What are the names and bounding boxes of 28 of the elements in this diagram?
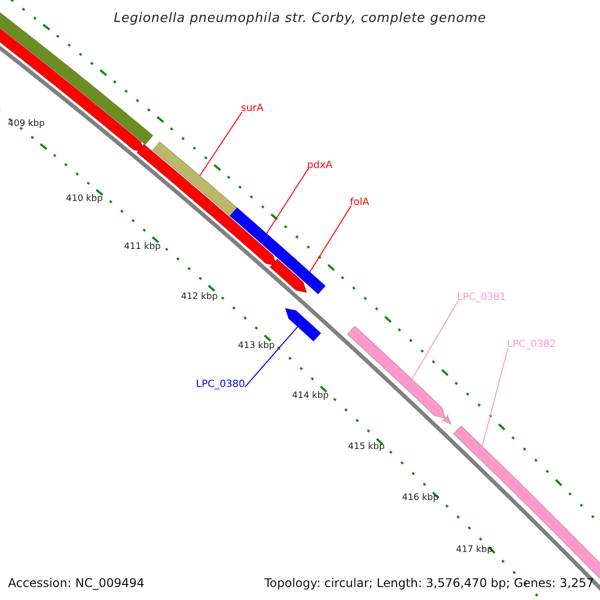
gene-bar: [346, 326, 446, 419]
genome-info-text: Topology: circular; Length: 3,576,470 bp; Genes: 3,257: [264, 575, 594, 592]
gene-label: LPC_0382: [507, 339, 556, 351]
gene-bar: [286, 257, 326, 295]
scale-label: 416 kbp: [402, 493, 439, 504]
leader-line: [266, 168, 308, 234]
title: Legionella pneumophila str. Corby, complete genome: [112, 10, 488, 28]
accession-text: Accession: NC_009494: [8, 575, 144, 592]
scale-label: 415 kbp: [348, 442, 385, 453]
leader-line: [199, 112, 242, 176]
scale-label: 411 kbp: [124, 242, 161, 253]
leader-line: [244, 326, 298, 388]
gene-bar: [229, 207, 297, 269]
gene-label: LPC_0380: [196, 379, 246, 391]
gene-label: pdxA: [307, 160, 332, 172]
scale-label: 417 kbp: [456, 545, 493, 556]
leader-line: [309, 206, 352, 272]
gene-label: LPC_0381: [457, 292, 506, 304]
scale-label: 414 kbp: [292, 391, 329, 402]
gene-label: surA: [241, 103, 264, 115]
leader-line: [482, 348, 508, 447]
scale-label: 412 kbp: [181, 292, 218, 303]
gene-label: folA: [350, 197, 370, 209]
gene-bar: [284, 308, 322, 342]
scale-label: 413 kbp: [238, 341, 275, 352]
leader-line: [411, 300, 458, 380]
scale-label: 409 kbp: [8, 119, 45, 130]
scale-label: 410 kbp: [66, 194, 103, 205]
